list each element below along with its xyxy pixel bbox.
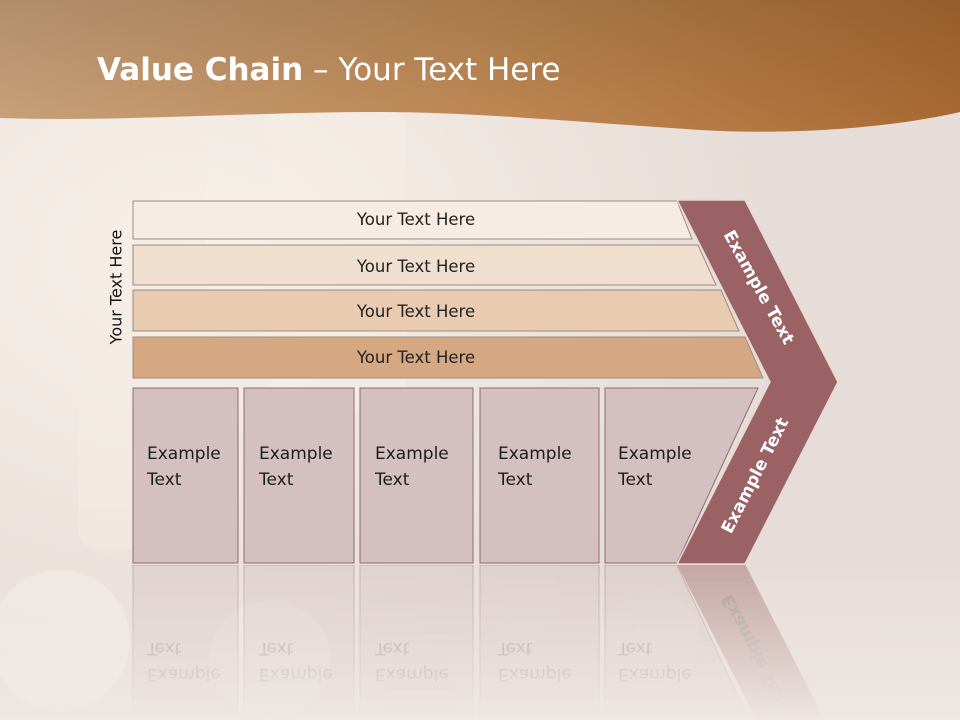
support-bars: Your Text Here Your Text Here Your Text …	[132, 200, 764, 379]
reflection-box-4-line2: Text	[497, 638, 533, 658]
support-bar-3	[132, 289, 740, 332]
primary-box-2	[243, 387, 355, 564]
primary-boxes: Example Text Example Text Example Text E…	[132, 387, 759, 564]
support-bar-2-label: Your Text Here	[356, 257, 475, 276]
primary-box-4	[479, 387, 600, 564]
primary-box-2-line2: Text	[258, 470, 294, 490]
support-bar-1	[132, 200, 693, 240]
reflection-box-3-line2: Text	[374, 638, 410, 658]
reflection-box-1-line2: Text	[146, 638, 182, 658]
primary-box-4-line2: Text	[497, 470, 533, 490]
reflection-box-2-line1: Example	[259, 664, 333, 684]
primary-box-1-line1: Example	[147, 444, 221, 464]
title-rest: – Your Text Here	[303, 52, 561, 88]
support-bar-1-label: Your Text Here	[356, 210, 475, 229]
primary-box-4-line1: Example	[498, 444, 572, 464]
primary-box-1-line2: Text	[146, 470, 182, 490]
reflection-box-1-line1: Example	[147, 664, 221, 684]
reflection-box-5-line1: Example	[618, 664, 692, 684]
primary-box-1	[132, 387, 239, 564]
support-bar-4	[132, 336, 764, 379]
primary-box-2-line1: Example	[259, 444, 333, 464]
reflection-box-2-line2: Text	[258, 638, 294, 658]
support-bar-3-label: Your Text Here	[356, 302, 475, 321]
reflection-box-4-line1: Example	[498, 664, 572, 684]
title-bold: Value Chain	[97, 52, 304, 88]
reflection-box-3-line1: Example	[375, 664, 449, 684]
reflection-box-5-line2: Text	[617, 638, 653, 658]
primary-box-5-line2: Text	[617, 470, 653, 490]
support-bar-4-label: Your Text Here	[356, 348, 475, 367]
support-bar-2	[132, 244, 717, 286]
primary-box-3-line2: Text	[374, 470, 410, 490]
primary-box-5-line1: Example	[618, 444, 692, 464]
diagram-reflection: Example Text Example Text Example Text E…	[132, 564, 825, 720]
page-title: Value Chain – Your Text Here	[97, 52, 560, 88]
primary-box-3-line1: Example	[375, 444, 449, 464]
primary-box-3	[359, 387, 474, 564]
